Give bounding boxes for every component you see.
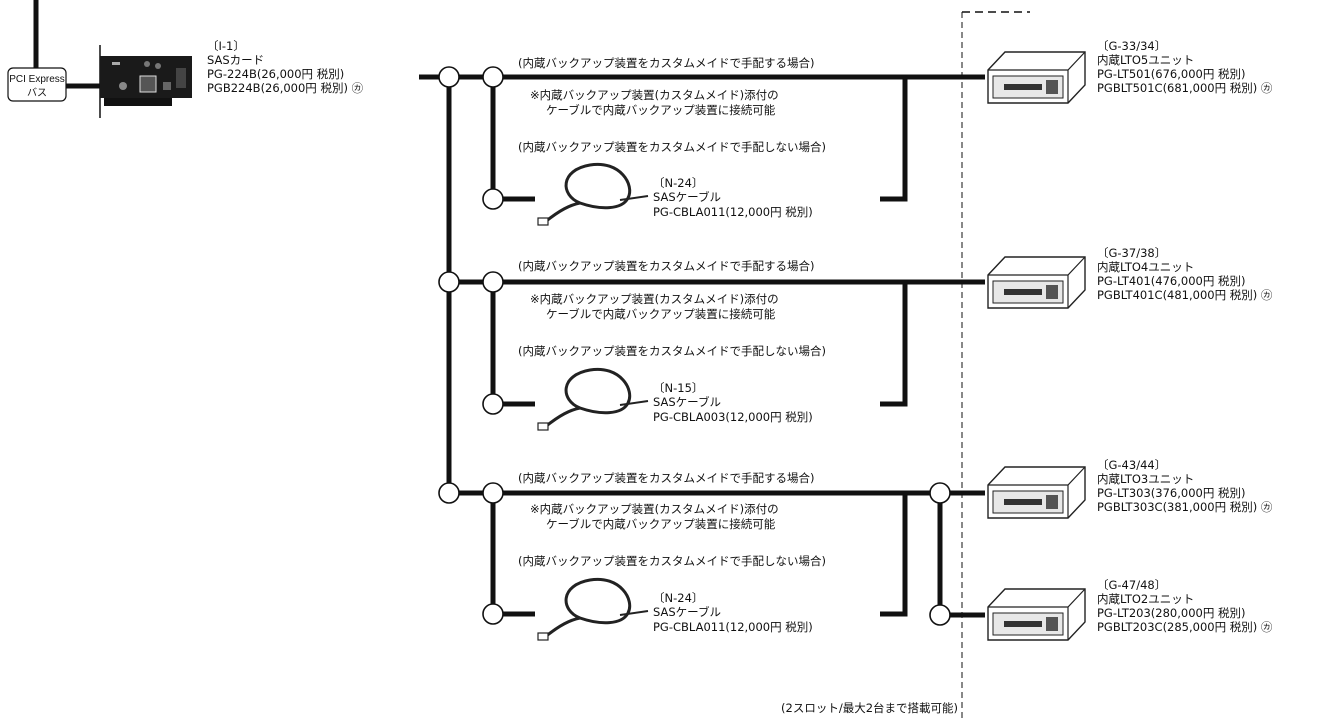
custom-note-line1: ※内蔵バックアップ装置(カスタムメイド)添付の bbox=[530, 292, 779, 306]
device-price-2: PGBLT303C(381,000円 税別) ㋕ bbox=[1097, 500, 1273, 514]
device-label: 〔G-37/38〕 内蔵LTO4ユニット PG-LT401(476,000円 税… bbox=[1097, 246, 1273, 302]
slot-footnote: (2スロット/最大2台まで搭載可能) bbox=[781, 701, 958, 715]
cable-price: PG-CBLA011(12,000円 税別) bbox=[653, 620, 813, 634]
device-ref: 〔G-33/34〕 bbox=[1097, 39, 1166, 53]
cable-return-line-2 bbox=[880, 282, 908, 407]
device-price-1: PG-LT401(476,000円 税別) bbox=[1097, 274, 1245, 288]
cable-ref: 〔N-24〕 bbox=[653, 176, 703, 190]
custom-note-line1: ※内蔵バックアップ装置(カスタムメイド)添付の bbox=[530, 502, 779, 516]
noncustom-case-label: (内蔵バックアップ装置をカスタムメイドで手配しない場合) bbox=[518, 140, 826, 154]
junction-node bbox=[438, 482, 460, 504]
device-ref: 〔G-43/44〕 bbox=[1097, 458, 1166, 472]
cable-name: SASケーブル bbox=[653, 190, 721, 204]
branch-line-2 bbox=[490, 282, 535, 407]
bus-label-line1: PCI Express bbox=[9, 74, 65, 85]
device-price-2: PGBLT203C(285,000円 税別) ㋕ bbox=[1097, 620, 1273, 634]
branch-line-1 bbox=[490, 77, 535, 202]
custom-case-label: (内蔵バックアップ装置をカスタムメイドで手配する場合) bbox=[518, 56, 814, 70]
device-name: 内蔵LTO2ユニット bbox=[1097, 592, 1194, 606]
cable-name: SASケーブル bbox=[653, 605, 721, 619]
card-label: 〔I-1〕 SASカード PG-224B(26,000円 税別) PGB224B… bbox=[207, 39, 364, 95]
junction-node bbox=[438, 66, 460, 88]
cable-ref: 〔N-15〕 bbox=[653, 381, 703, 395]
device-ref: 〔G-47/48〕 bbox=[1097, 578, 1166, 592]
device-name: 内蔵LTO5ユニット bbox=[1097, 53, 1194, 67]
noncustom-case-label: (内蔵バックアップ装置をカスタムメイドで手配しない場合) bbox=[518, 554, 826, 568]
cable-price: PG-CBLA003(12,000円 税別) bbox=[653, 410, 813, 424]
sas-cable-icon bbox=[537, 367, 649, 431]
device-price-1: PG-LT203(280,000円 税別) bbox=[1097, 606, 1245, 620]
custom-note-line1: ※内蔵バックアップ装置(カスタムメイド)添付の bbox=[530, 88, 779, 102]
junction-node bbox=[929, 604, 951, 626]
sas-card-image bbox=[99, 45, 192, 118]
device-label: 〔G-33/34〕 内蔵LTO5ユニット PG-LT501(676,000円 税… bbox=[1097, 39, 1273, 95]
device-name: 内蔵LTO3ユニット bbox=[1097, 472, 1194, 486]
card-name: SASカード bbox=[207, 53, 264, 67]
chassis-boundary bbox=[961, 11, 1030, 718]
card-price-1: PG-224B(26,000円 税別) bbox=[207, 67, 344, 81]
sas-cable-icon bbox=[537, 162, 649, 226]
junction-node bbox=[482, 188, 504, 210]
noncustom-case-label: (内蔵バックアップ装置をカスタムメイドで手配しない場合) bbox=[518, 344, 826, 358]
junction-node bbox=[482, 482, 504, 504]
device-price-2: PGBLT501C(681,000円 税別) ㋕ bbox=[1097, 81, 1273, 95]
card-price-2: PGB224B(26,000円 税別) ㋕ bbox=[207, 81, 364, 95]
cable-ref: 〔N-24〕 bbox=[653, 591, 703, 605]
device-price-1: PG-LT501(676,000円 税別) bbox=[1097, 67, 1245, 81]
device-label: 〔G-47/48〕 内蔵LTO2ユニット PG-LT203(280,000円 税… bbox=[1097, 578, 1273, 634]
cable-return-line-1 bbox=[880, 77, 908, 202]
lto-drive-icon bbox=[987, 51, 1086, 104]
junction-node bbox=[482, 393, 504, 415]
junction-node bbox=[482, 66, 504, 88]
device-name: 内蔵LTO4ユニット bbox=[1097, 260, 1194, 274]
group-1-labels: (内蔵バックアップ装置をカスタムメイドで手配する場合) ※内蔵バックアップ装置(… bbox=[518, 56, 826, 219]
custom-case-label: (内蔵バックアップ装置をカスタムメイドで手配する場合) bbox=[518, 259, 814, 273]
pci-express-bus-box: PCI Express バス bbox=[7, 67, 67, 102]
lto-drive-icon bbox=[987, 588, 1086, 641]
device-label: 〔G-43/44〕 内蔵LTO3ユニット PG-LT303(376,000円 税… bbox=[1097, 458, 1273, 514]
junction-nodes bbox=[438, 66, 951, 626]
group-3-labels: (内蔵バックアップ装置をカスタムメイドで手配する場合) ※内蔵バックアップ装置(… bbox=[518, 471, 826, 634]
card-ref: 〔I-1〕 bbox=[207, 39, 245, 53]
device-price-1: PG-LT303(376,000円 税別) bbox=[1097, 486, 1245, 500]
junction-node bbox=[929, 482, 951, 504]
junction-node bbox=[482, 271, 504, 293]
lto-drive-icon bbox=[987, 256, 1086, 309]
sas-cable-icon bbox=[537, 577, 649, 641]
device-ref: 〔G-37/38〕 bbox=[1097, 246, 1166, 260]
group-2-labels: (内蔵バックアップ装置をカスタムメイドで手配する場合) ※内蔵バックアップ装置(… bbox=[518, 259, 826, 424]
cable-price: PG-CBLA011(12,000円 税別) bbox=[653, 205, 813, 219]
cable-return-line-3 bbox=[880, 493, 908, 617]
junction-node bbox=[482, 603, 504, 625]
cable-name: SASケーブル bbox=[653, 395, 721, 409]
custom-note-line2: ケーブルで内蔵バックアップ装置に接続可能 bbox=[546, 517, 776, 531]
custom-case-label: (内蔵バックアップ装置をカスタムメイドで手配する場合) bbox=[518, 471, 814, 485]
junction-node bbox=[438, 271, 460, 293]
custom-note-line2: ケーブルで内蔵バックアップ装置に接続可能 bbox=[546, 103, 776, 117]
custom-note-line2: ケーブルで内蔵バックアップ装置に接続可能 bbox=[546, 307, 776, 321]
lto-drive-icon bbox=[987, 466, 1086, 519]
bus-label-line2: バス bbox=[27, 87, 47, 99]
device-price-2: PGBLT401C(481,000円 税別) ㋕ bbox=[1097, 288, 1273, 302]
